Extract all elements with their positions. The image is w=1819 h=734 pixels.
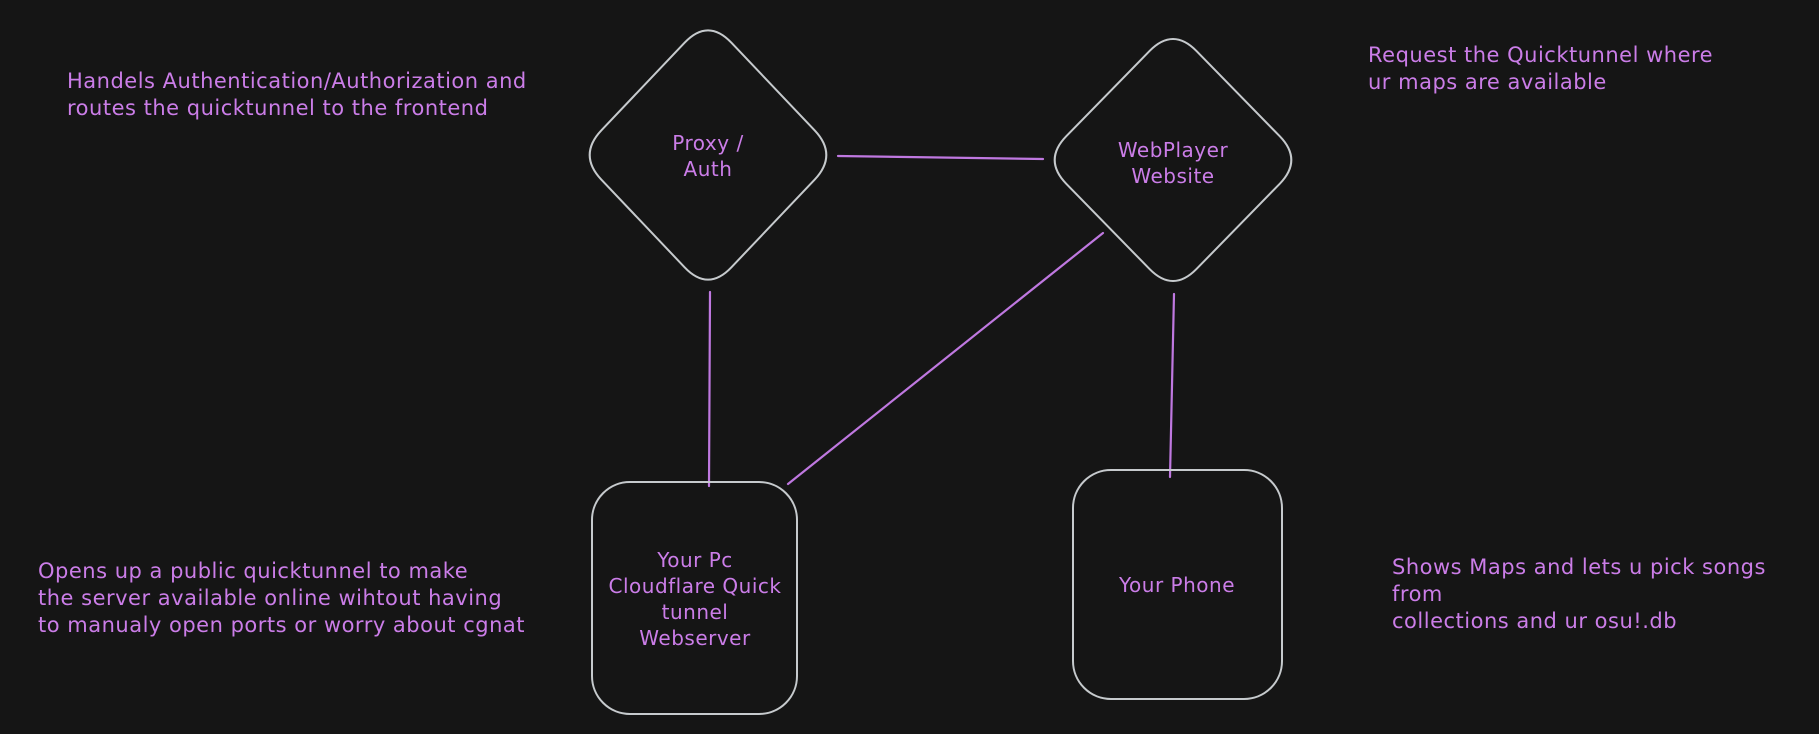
connector-proxy-to-pc[interactable]: [707, 290, 712, 488]
connector-webplayer-to-pc[interactable]: [786, 231, 1105, 486]
node-webplayer-website-shape[interactable]: [1053, 37, 1293, 283]
annotation-quicktunnel-note: Opens up a public quicktunnel to make th…: [38, 559, 525, 637]
node-your-pc-webserver-shape[interactable]: [591, 481, 798, 715]
annotation-request-note: Request the Quicktunnel where ur maps ar…: [1368, 43, 1714, 94]
node-proxy-auth-label: Proxy / Auth: [672, 131, 744, 181]
node-your-pc-webserver-label: Your Pc Cloudflare Quick tunnel Webserve…: [608, 548, 782, 650]
connector-proxy-to-webplayer[interactable]: [836, 154, 1045, 161]
node-webplayer-website-label: WebPlayer Website: [1117, 138, 1229, 188]
annotation-auth-note: Handels Authentication/Authorization and…: [67, 69, 527, 120]
connector-webplayer-to-phone[interactable]: [1168, 292, 1176, 479]
annotation-maps-note: Shows Maps and lets u pick songs from co…: [1392, 555, 1766, 633]
node-proxy-auth-shape[interactable]: [588, 29, 828, 281]
node-your-phone-shape[interactable]: [1072, 469, 1283, 700]
node-your-phone-label: Your Phone: [1118, 573, 1236, 597]
